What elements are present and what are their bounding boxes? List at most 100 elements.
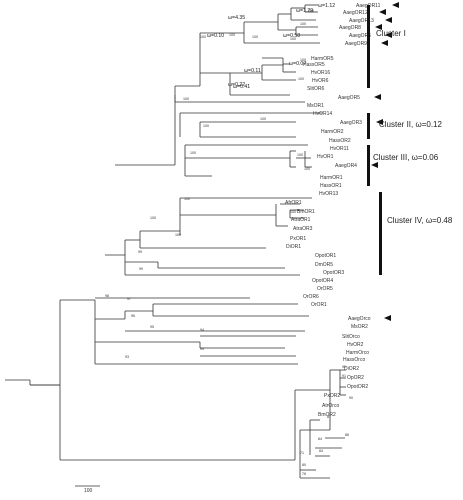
cluster-bar-3 xyxy=(367,145,370,186)
leaf-label: HarmOR1 xyxy=(320,175,343,181)
cluster-label-2: Cluster II, ω=0.12 xyxy=(379,120,442,129)
bootstrap-value: 86 xyxy=(345,433,349,437)
cluster-bar-2 xyxy=(367,113,370,139)
leaf-label: AaegOR3 xyxy=(340,120,362,126)
leaf-label: HvOR13 xyxy=(319,191,338,197)
omega-annotation: ω=4.35 xyxy=(228,15,245,21)
bootstrap-value: 87 xyxy=(327,415,331,419)
leaf-label: MsOR2 xyxy=(351,324,368,330)
bootstrap-value: 90 xyxy=(349,396,353,400)
bootstrap-value: 71 xyxy=(300,451,304,455)
leaf-label: AaegOR12 xyxy=(343,10,368,16)
bootstrap-value: 93 xyxy=(125,355,129,359)
bootstrap-value: 100 xyxy=(229,33,235,37)
leaf-label: OpotOR2 xyxy=(347,384,368,390)
bootstrap-value: 100 xyxy=(304,167,310,171)
leaf-label: AaegOR5 xyxy=(338,95,360,101)
leaf-label: HvOR1 xyxy=(317,154,334,160)
cluster-label-1: Cluster I xyxy=(376,29,406,38)
leaf-label: OrOR1 xyxy=(311,302,327,308)
leaf-label: AaegOR4 xyxy=(335,163,357,169)
bootstrap-value: 100 xyxy=(290,210,296,214)
bootstrap-value: 76 xyxy=(302,472,306,476)
leaf-label: AaegOR9 xyxy=(345,41,367,47)
leaf-label: DiOR2 xyxy=(344,366,359,372)
leaf-label: HassOrco xyxy=(343,357,365,363)
bootstrap-value: 100 xyxy=(184,197,190,201)
leaf-label: OpotOR4 xyxy=(312,278,333,284)
leaf-label: PxOR1 xyxy=(290,236,306,242)
bootstrap-value: 94 xyxy=(200,347,204,351)
bootstrap-value: 98 xyxy=(105,294,109,298)
bootstrap-value: 96 xyxy=(131,314,135,318)
bootstrap-value: 100 xyxy=(183,97,189,101)
bootstrap-value: 100 xyxy=(300,58,306,62)
leaf-label: OpotOR1 xyxy=(315,253,336,259)
leaf-label: HassOR1 xyxy=(320,183,342,189)
bootstrap-value: 99 xyxy=(138,250,142,254)
leaf-label: OpOR2 xyxy=(347,375,364,381)
bootstrap-value: 92 xyxy=(342,365,346,369)
bootstrap-value: 99 xyxy=(139,267,143,271)
leaf-label: AtrOrco xyxy=(322,403,339,409)
aaeg-marker-icon xyxy=(376,119,383,125)
bootstrap-value: 100 xyxy=(300,22,306,26)
leaf-label: HvOR6 xyxy=(312,78,329,84)
aaeg-marker-icon xyxy=(379,9,386,15)
leaf-label: HassOR2 xyxy=(329,138,351,144)
cluster-label-4: Cluster IV, ω=0.48 xyxy=(387,216,453,225)
bootstrap-value: 100 xyxy=(175,233,181,237)
bootstrap-value: 80 xyxy=(302,463,306,467)
bootstrap-value: 100 xyxy=(200,35,206,39)
omega-annotation: ω=0.58 xyxy=(283,33,300,39)
leaf-label: BmOR1 xyxy=(297,209,315,215)
aaeg-marker-icon xyxy=(385,17,392,23)
aaeg-marker-icon xyxy=(392,2,399,8)
scale-bar-label: 100 xyxy=(84,488,93,494)
leaf-label: AtraOR3 xyxy=(293,226,313,232)
omega-annotation: ω=0.22 xyxy=(228,82,245,88)
bootstrap-value: 95 xyxy=(150,325,154,329)
bootstrap-value: 100 xyxy=(252,35,258,39)
bootstrap-value: 100 xyxy=(297,153,303,157)
leaf-label: OpotOR3 xyxy=(323,270,344,276)
bootstrap-value: 84 xyxy=(318,437,322,441)
omega-annotation: ω=0.10 xyxy=(207,33,224,39)
aaeg-marker-icon xyxy=(381,40,388,46)
leaf-label: AtraOR1 xyxy=(291,217,311,223)
leaf-label: HassOR5 xyxy=(303,62,325,68)
omega-annotation: ω=1.12 xyxy=(318,3,335,9)
leaf-label: AaegOR13 xyxy=(349,18,374,24)
leaf-label: MsOR1 xyxy=(307,103,324,109)
leaf-label: AfrOR1 xyxy=(285,200,302,206)
leaf-label: DmOR5 xyxy=(315,262,333,268)
omega-annotation: ω=0.41 xyxy=(233,84,250,90)
leaf-label: AaegOrco xyxy=(348,316,371,322)
leaf-label: AaegOR6 xyxy=(349,33,371,39)
aaeg-marker-icon xyxy=(374,94,381,100)
cluster-bar-4 xyxy=(379,192,382,275)
aaeg-marker-icon xyxy=(371,162,378,168)
leaf-label: HarmOR2 xyxy=(321,129,344,135)
omega-annotation: ω=0.11 xyxy=(244,68,261,74)
leaf-label: OrOR6 xyxy=(303,294,319,300)
bootstrap-value: 100 xyxy=(290,37,296,41)
bootstrap-value: 97 xyxy=(127,297,131,301)
leaf-label: HvOR16 xyxy=(311,70,330,76)
omega-annotation: ω=0.07 xyxy=(289,61,306,67)
leaf-label: HvOR11 xyxy=(330,146,349,152)
leaf-label: PxOR2 xyxy=(324,393,340,399)
leaf-label: HarmOR5 xyxy=(311,56,334,62)
bootstrap-value: 84 xyxy=(319,449,323,453)
bootstrap-value: 100 xyxy=(298,77,304,81)
aaeg-marker-icon xyxy=(384,315,391,321)
cluster-label-3: Cluster III, ω=0.06 xyxy=(373,153,439,162)
bootstrap-value: 100 xyxy=(308,9,314,13)
omega-annotation: ω=1.29 xyxy=(296,8,313,14)
leaf-label: HvOR2 xyxy=(347,342,364,348)
aaeg-marker-icon xyxy=(385,32,392,38)
bootstrap-value: 100 xyxy=(260,117,266,121)
leaf-label: HvOR14 xyxy=(313,111,332,117)
leaf-label: SlitOrco xyxy=(342,334,360,340)
